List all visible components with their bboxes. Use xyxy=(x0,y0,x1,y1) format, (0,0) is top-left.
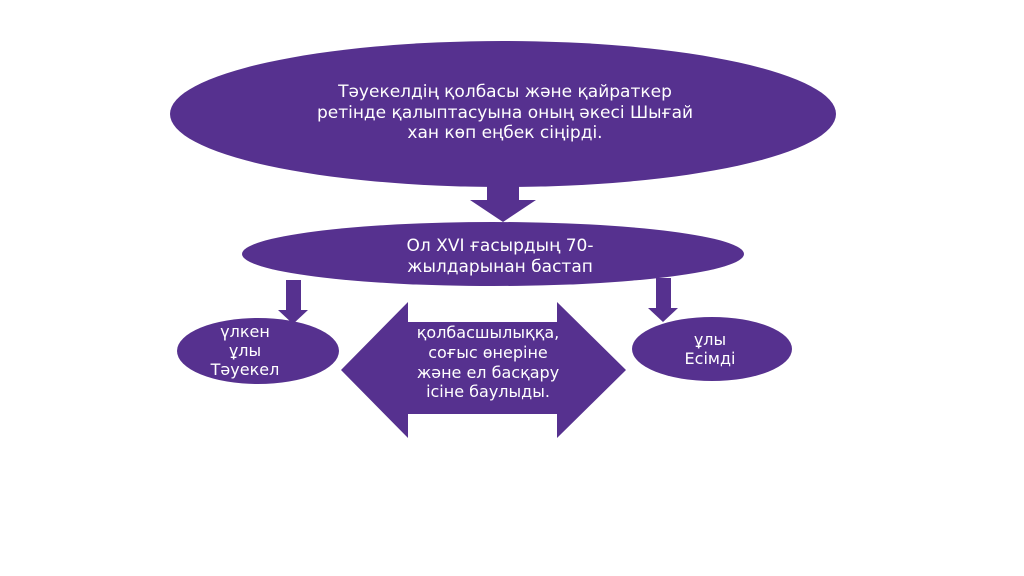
down-arrow-right xyxy=(648,278,678,322)
center-text-line: соғыс өнеріне xyxy=(428,342,548,362)
center-text-line: ісіне баулыды. xyxy=(426,382,550,401)
top-ellipse xyxy=(170,41,836,187)
right-text-line: Есімді xyxy=(684,349,736,369)
center-text-line: және ел басқару xyxy=(416,362,560,382)
middle-text-line: Ол XVI ғасырдың 70- xyxy=(406,236,594,256)
left-ellipse-text: үлкен ұлы Тәуекел xyxy=(200,322,290,380)
top-text-line: хан көп еңбек сіңірді. xyxy=(407,123,603,144)
middle-ellipse-text: Ол XVI ғасырдың 70- жылдарынан бастап xyxy=(360,236,640,282)
left-text-line: Тәуекел xyxy=(210,360,280,380)
top-ellipse-text: Тәуекелдің қолбасы және қайраткер ретінд… xyxy=(280,82,730,144)
left-ellipse xyxy=(177,318,339,384)
left-text-line: үлкен xyxy=(220,322,270,341)
middle-text-line: жылдарынан бастап xyxy=(407,256,593,277)
right-text-line: ұлы xyxy=(693,330,727,349)
right-ellipse xyxy=(632,317,792,381)
center-text-line: қолбасшылыққа, xyxy=(416,323,560,342)
down-arrow-left xyxy=(278,280,308,324)
left-text-line: ұлы xyxy=(228,341,262,361)
middle-ellipse xyxy=(242,222,744,286)
down-arrow-center xyxy=(470,186,536,222)
right-ellipse-text: ұлы Есімді xyxy=(650,330,770,376)
top-text-line: Тәуекелдің қолбасы және қайраткер xyxy=(338,82,672,102)
top-text-line: ретінде қалыптасуына оның әкесі Шығай xyxy=(316,102,694,123)
double-arrow xyxy=(341,302,626,438)
double-arrow-text: қолбасшылыққа, соғыс өнеріне және ел бас… xyxy=(388,323,588,401)
